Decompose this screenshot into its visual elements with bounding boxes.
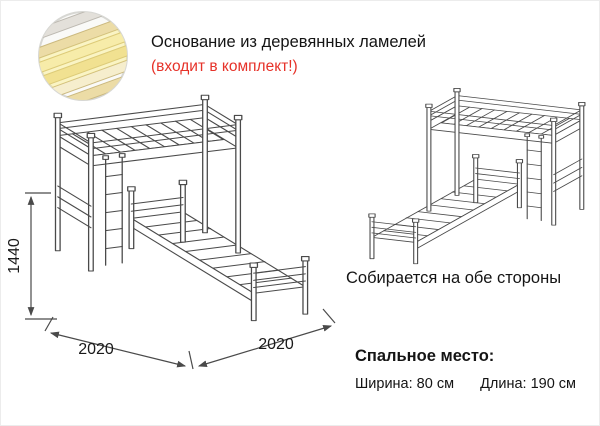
dimension-lines	[25, 192, 336, 370]
slat-base-inset-image	[38, 11, 128, 101]
base-title: Основание из деревянных ламелей	[151, 33, 426, 51]
included-note: (входит в комплект!)	[151, 58, 298, 75]
height-dimension-label: 1440	[6, 238, 23, 274]
width-left-dimension-label: 2020	[78, 341, 114, 358]
assembly-note: Собирается на обе стороны	[346, 269, 562, 287]
sleeping-width: Ширина: 80 см	[355, 376, 455, 392]
bed-drawing-right-mirrored	[368, 87, 586, 265]
bed-drawing-left	[53, 94, 310, 322]
sleeping-place-specs: Ширина: 80 см Длина: 190 см	[355, 376, 576, 392]
sleeping-length: Длина: 190 см	[480, 376, 577, 392]
width-right-dimension-label: 2020	[258, 336, 294, 353]
sleeping-place-title: Спальное место:	[347, 347, 495, 366]
